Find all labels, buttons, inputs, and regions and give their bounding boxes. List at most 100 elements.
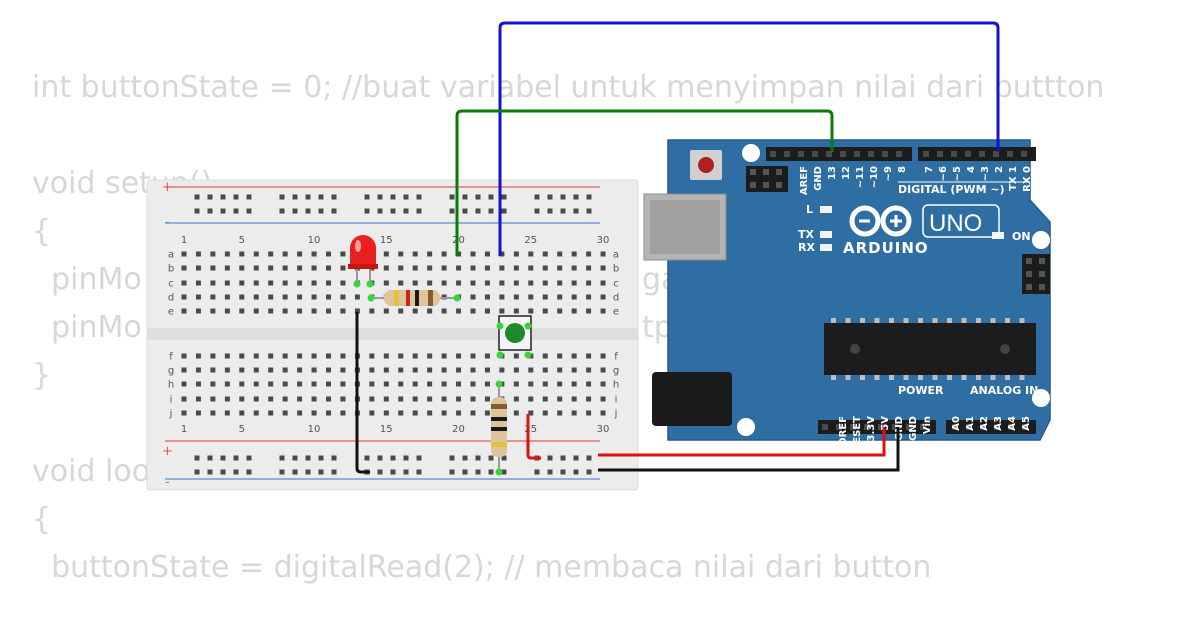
breadboard-hole[interactable] (470, 308, 476, 314)
header-pin[interactable] (937, 151, 943, 157)
breadboard-hole[interactable] (586, 410, 592, 416)
rail-hole[interactable] (377, 208, 383, 214)
rail-hole[interactable] (305, 208, 311, 214)
breadboard-hole[interactable] (528, 280, 534, 286)
breadboard-hole[interactable] (456, 410, 462, 416)
breadboard-hole[interactable] (340, 353, 346, 359)
breadboard-hole[interactable] (412, 381, 418, 387)
breadboard-hole[interactable] (268, 280, 274, 286)
breadboard-hole[interactable] (253, 294, 259, 300)
rail-hole[interactable] (279, 469, 285, 475)
rail-hole[interactable] (194, 208, 200, 214)
breadboard-hole[interactable] (571, 353, 577, 359)
rail-hole[interactable] (462, 208, 468, 214)
breadboard-hole[interactable] (470, 353, 476, 359)
breadboard-hole[interactable] (398, 367, 404, 373)
breadboard-hole[interactable] (326, 353, 331, 359)
breadboard-hole[interactable] (470, 265, 476, 271)
rail-hole[interactable] (403, 194, 409, 200)
header-pin[interactable] (798, 151, 804, 157)
breadboard-hole[interactable] (311, 251, 317, 257)
breadboard-hole[interactable] (340, 251, 346, 257)
breadboard-hole[interactable] (456, 308, 462, 314)
rail-hole[interactable] (501, 469, 507, 475)
breadboard-hole[interactable] (268, 410, 274, 416)
breadboard-hole[interactable] (326, 396, 331, 402)
breadboard-hole[interactable] (542, 294, 548, 300)
breadboard-hole[interactable] (354, 294, 360, 300)
breadboard-hole[interactable] (253, 410, 259, 416)
breadboard-hole[interactable] (571, 251, 577, 257)
header-pin[interactable] (906, 424, 912, 430)
breadboard-hole[interactable] (470, 381, 476, 387)
breadboard-hole[interactable] (586, 381, 592, 387)
breadboard-hole[interactable] (528, 410, 534, 416)
header-pin[interactable] (923, 151, 929, 157)
breadboard-hole[interactable] (369, 410, 375, 416)
rail-hole[interactable] (318, 469, 324, 475)
breadboard-hole[interactable] (571, 280, 577, 286)
breadboard-hole[interactable] (297, 251, 303, 257)
breadboard-hole[interactable] (268, 396, 274, 402)
breadboard-hole[interactable] (484, 367, 490, 373)
rail-hole[interactable] (449, 208, 455, 214)
rail-hole[interactable] (488, 455, 494, 461)
breadboard-hole[interactable] (542, 251, 548, 257)
breadboard-hole[interactable] (412, 353, 418, 359)
rail-hole[interactable] (449, 455, 455, 461)
breadboard-hole[interactable] (340, 381, 346, 387)
breadboard-hole[interactable] (369, 308, 375, 314)
breadboard-hole[interactable] (383, 265, 389, 271)
breadboard-hole[interactable] (456, 353, 462, 359)
breadboard-hole[interactable] (268, 308, 274, 314)
header-pin[interactable] (896, 151, 902, 157)
breadboard-hole[interactable] (297, 381, 303, 387)
breadboard-hole[interactable] (456, 251, 462, 257)
rail-hole[interactable] (534, 194, 540, 200)
header-pin[interactable] (840, 151, 846, 157)
breadboard-hole[interactable] (326, 381, 331, 387)
breadboard-hole[interactable] (297, 410, 303, 416)
breadboard-hole[interactable] (456, 367, 462, 373)
breadboard-hole[interactable] (542, 308, 548, 314)
breadboard-hole[interactable] (354, 308, 360, 314)
breadboard-hole[interactable] (542, 381, 548, 387)
rail-hole[interactable] (573, 208, 579, 214)
breadboard-hole[interactable] (311, 367, 317, 373)
breadboard-hole[interactable] (600, 251, 606, 257)
rail-hole[interactable] (403, 469, 409, 475)
header-pin[interactable] (892, 424, 898, 430)
rail-hole[interactable] (488, 194, 494, 200)
breadboard-hole[interactable] (282, 308, 288, 314)
breadboard-hole[interactable] (369, 381, 375, 387)
rail-hole[interactable] (488, 208, 494, 214)
breadboard-hole[interactable] (195, 294, 201, 300)
breadboard-hole[interactable] (441, 280, 447, 286)
breadboard-hole[interactable] (470, 396, 476, 402)
header-pin[interactable] (1008, 424, 1014, 430)
breadboard-hole[interactable] (239, 294, 245, 300)
breadboard-hole[interactable] (224, 308, 230, 314)
breadboard-hole[interactable] (181, 353, 187, 359)
header-pin[interactable] (882, 151, 888, 157)
header-pin[interactable] (920, 424, 926, 430)
breadboard-hole[interactable] (513, 308, 519, 314)
breadboard-hole[interactable] (427, 353, 433, 359)
breadboard-hole[interactable] (383, 280, 389, 286)
breadboard-hole[interactable] (456, 265, 462, 271)
breadboard-hole[interactable] (528, 367, 534, 373)
breadboard-hole[interactable] (253, 367, 259, 373)
breadboard-hole[interactable] (441, 381, 447, 387)
breadboard-hole[interactable] (224, 251, 230, 257)
breadboard-hole[interactable] (340, 396, 346, 402)
breadboard-hole[interactable] (282, 294, 288, 300)
breadboard-hole[interactable] (484, 308, 490, 314)
breadboard-hole[interactable] (326, 308, 331, 314)
rail-hole[interactable] (331, 469, 337, 475)
header-pin[interactable] (878, 424, 884, 430)
breadboard-hole[interactable] (282, 353, 288, 359)
breadboard-hole[interactable] (412, 280, 418, 286)
rail-hole[interactable] (390, 455, 396, 461)
breadboard-hole[interactable] (181, 251, 187, 257)
breadboard-hole[interactable] (326, 294, 331, 300)
